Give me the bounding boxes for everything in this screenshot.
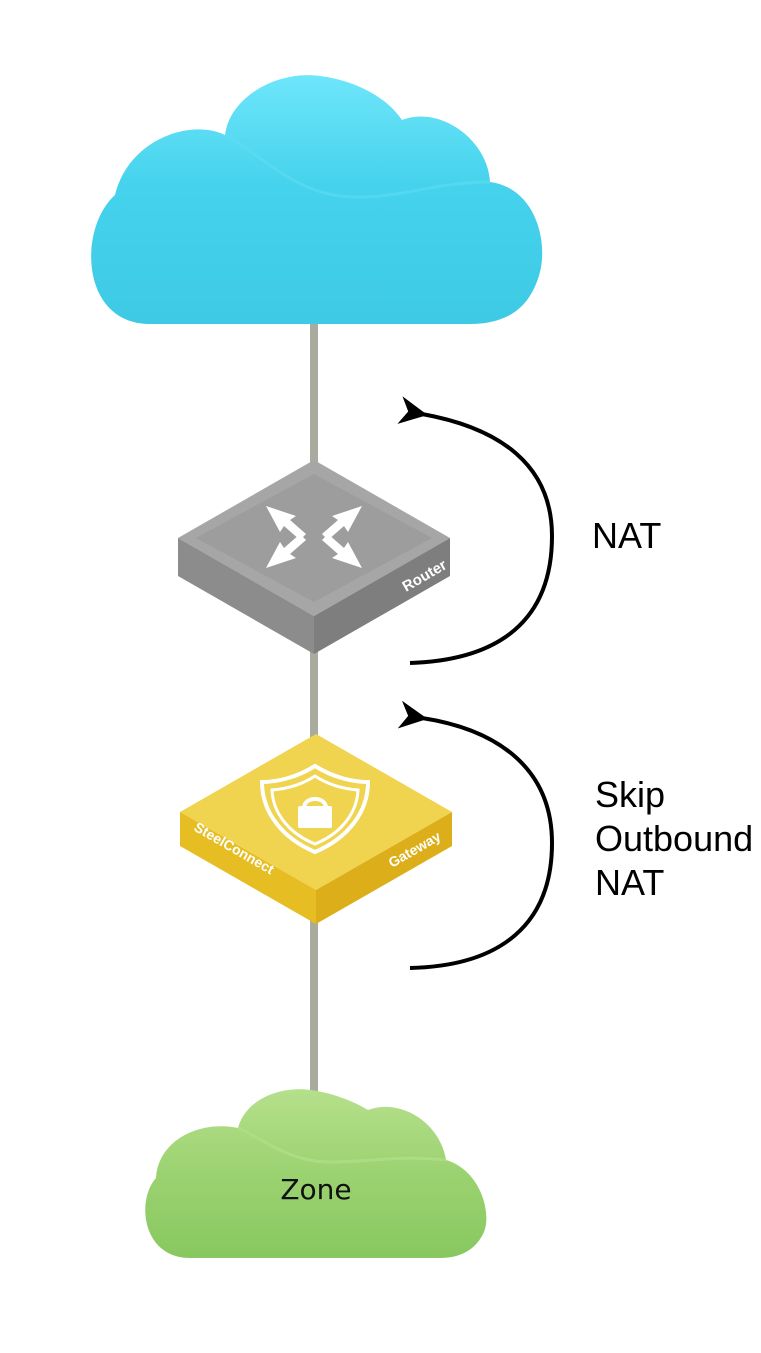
nat-label: NAT [592, 515, 662, 556]
zone-label: Zone [280, 1173, 352, 1206]
shield-lock-icon [259, 763, 371, 855]
skip-outbound-nat-line: NAT [595, 862, 665, 903]
skip-outbound-nat-line: Outbound [595, 818, 754, 859]
router-arrows-icon [266, 506, 362, 568]
router-device: Router [178, 460, 450, 654]
internet-cloud [91, 75, 543, 325]
skip-outbound-nat-label: Skip Outbound NAT [595, 773, 753, 905]
nat-arrow [397, 396, 555, 665]
zone-cloud [145, 1089, 487, 1258]
skip-outbound-nat-arrow [397, 700, 555, 970]
steelconnect-gateway-device: SteelConnect Gateway [180, 734, 452, 924]
skip-outbound-nat-line: Skip [595, 774, 666, 815]
